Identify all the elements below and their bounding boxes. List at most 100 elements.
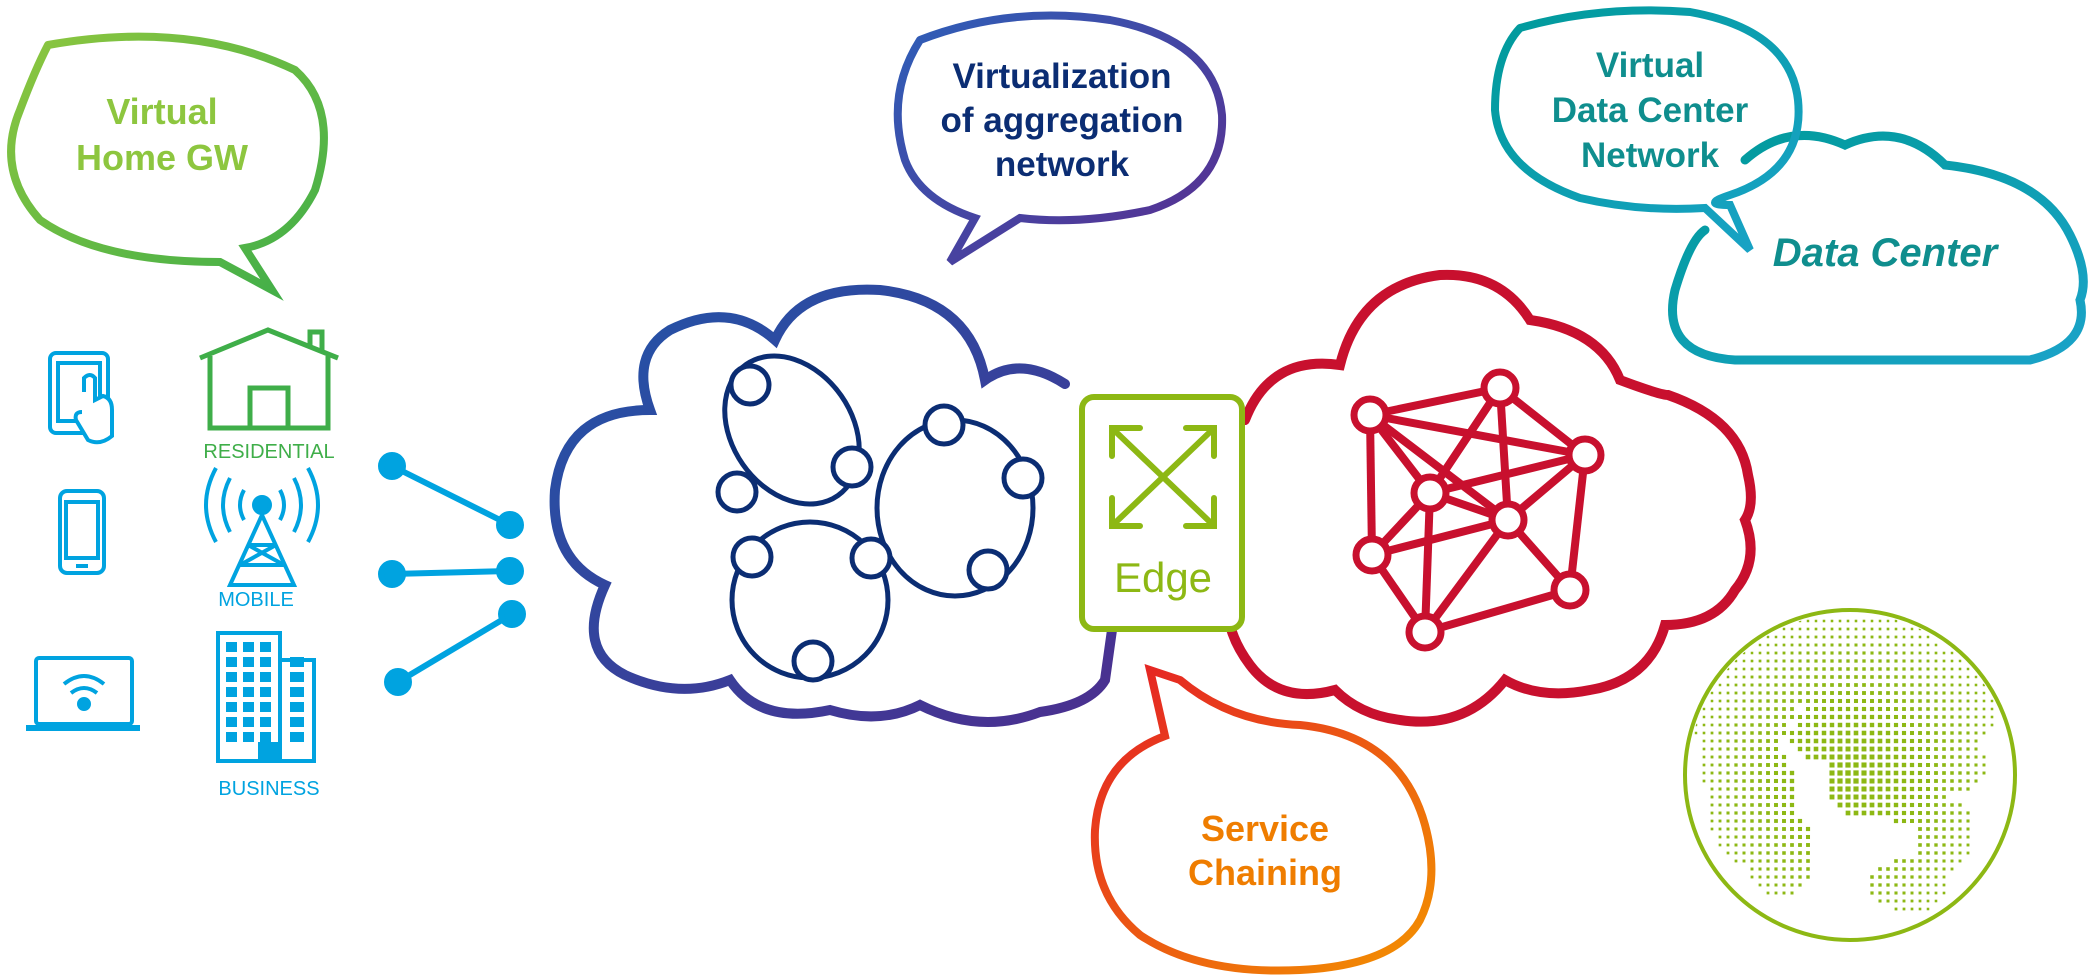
globe-land-dot — [1909, 762, 1915, 768]
globe-land-dot — [1797, 818, 1803, 824]
globe-land-dot — [1710, 755, 1714, 759]
globe-land-dot — [1821, 738, 1827, 744]
globe-land-dot — [1726, 827, 1730, 831]
globe-land-dot — [1782, 723, 1786, 727]
globe-land-dot — [1878, 699, 1882, 703]
globe-land-dot — [1877, 786, 1883, 792]
globe-land-dot — [1909, 810, 1915, 816]
globe-land-dot — [1926, 907, 1930, 911]
globe-land-dot — [1982, 707, 1986, 711]
globe-land-dot — [1758, 723, 1762, 727]
globe-land-dot — [1790, 859, 1794, 863]
bubble-aggregation-line3: network — [995, 145, 1130, 184]
globe-land-dot — [1822, 683, 1826, 687]
globe-land-dot — [1750, 835, 1754, 839]
globe-land-dot — [1734, 747, 1738, 751]
globe-land-dot — [1742, 731, 1746, 735]
globe-land-dot — [1837, 722, 1843, 728]
globe-land-dot — [1934, 659, 1938, 663]
globe-land-dot — [1710, 787, 1714, 791]
globe-land-dot — [1734, 731, 1738, 735]
globe-land-dot — [1726, 731, 1730, 735]
globe-land-dot — [1797, 730, 1803, 736]
globe-land-dot — [1942, 827, 1946, 831]
globe-land-dot — [1942, 763, 1946, 767]
globe-land-dot — [1853, 762, 1859, 768]
globe-land-dot — [1886, 619, 1890, 623]
globe-land-dot — [1894, 899, 1898, 903]
globe-land-dot — [1829, 714, 1835, 720]
globe-land-dot — [1806, 683, 1810, 687]
globe-land-dot — [1798, 867, 1802, 871]
globe-land-dot — [1901, 738, 1907, 744]
globe-land-dot — [1942, 811, 1946, 815]
globe-land-dot — [1718, 795, 1722, 799]
globe-land-dot — [1982, 731, 1986, 735]
globe-land-dot — [1830, 651, 1834, 655]
globe-land-dot — [1774, 867, 1778, 871]
globe-land-dot — [1813, 730, 1819, 736]
globe-land-dot — [1934, 779, 1938, 783]
globe-land-dot — [1806, 867, 1810, 871]
globe-land-dot — [1782, 875, 1786, 879]
bubble-aggregation-line1: Virtualization — [952, 57, 1171, 96]
globe-land-dot — [1710, 763, 1714, 767]
globe-land-dot — [1838, 683, 1842, 687]
access-connectors — [378, 452, 526, 696]
globe-land-dot — [1869, 786, 1875, 792]
globe-land-dot — [1902, 867, 1906, 871]
globe-land-dot — [1950, 715, 1954, 719]
edge-box: Edge — [1079, 394, 1245, 632]
globe-land-dot — [1702, 747, 1706, 751]
globe-land-dot — [1750, 715, 1754, 719]
globe-land-dot — [1990, 699, 1994, 703]
globe-land-dot — [1886, 651, 1890, 655]
globe-land-dot — [1934, 803, 1938, 807]
globe-land-dot — [1942, 675, 1946, 679]
globe-land-dot — [1894, 643, 1898, 647]
globe-land-dot — [1942, 723, 1946, 727]
globe-land-dot — [1886, 667, 1890, 671]
globe-land-dot — [1829, 794, 1835, 800]
globe-land-dot — [1958, 803, 1962, 807]
globe-land-dot — [1934, 755, 1938, 759]
globe-land-dot — [1862, 619, 1866, 623]
globe-land-dot — [1974, 683, 1978, 687]
globe-land-dot — [1845, 698, 1851, 704]
globe-land-dot — [1718, 771, 1722, 775]
globe-land-dot — [1718, 683, 1722, 687]
globe-land-dot — [1829, 754, 1835, 760]
globe-land-dot — [1886, 867, 1890, 871]
globe-land-dot — [1837, 786, 1843, 792]
globe-land-dot — [1734, 715, 1738, 719]
globe-land-dot — [1926, 875, 1930, 879]
globe-land-dot — [1942, 755, 1946, 759]
globe-land-dot — [1909, 802, 1915, 808]
globe-land-dot — [1886, 883, 1890, 887]
globe-land-dot — [1901, 810, 1907, 816]
globe-land-dot — [1894, 883, 1898, 887]
globe-land-dot — [1829, 738, 1835, 744]
globe-land-dot — [1790, 843, 1794, 847]
globe-land-dot — [1910, 819, 1914, 823]
globe-land-dot — [1853, 794, 1859, 800]
mobile-tower-icon — [204, 467, 320, 587]
globe-land-dot — [1789, 738, 1795, 744]
globe-land-dot — [1926, 819, 1930, 823]
globe-land-dot — [1878, 883, 1882, 887]
globe-land-dot — [1901, 802, 1907, 808]
globe-land-dot — [1766, 827, 1770, 831]
globe-land-dot — [1806, 667, 1810, 671]
globe-land-dot — [1974, 771, 1978, 775]
business-building-icon — [216, 631, 316, 763]
globe-land-dot — [1966, 691, 1970, 695]
globe-land-dot — [1813, 722, 1819, 728]
globe-land-dot — [1926, 723, 1930, 727]
globe-land-dot — [1917, 762, 1923, 768]
globe-land-dot — [1782, 707, 1786, 711]
globe-land-dot — [1853, 770, 1859, 776]
globe-land-dot — [1846, 659, 1850, 663]
globe-land-dot — [1934, 771, 1938, 775]
globe-land-dot — [1838, 643, 1842, 647]
globe-land-dot — [1837, 762, 1843, 768]
